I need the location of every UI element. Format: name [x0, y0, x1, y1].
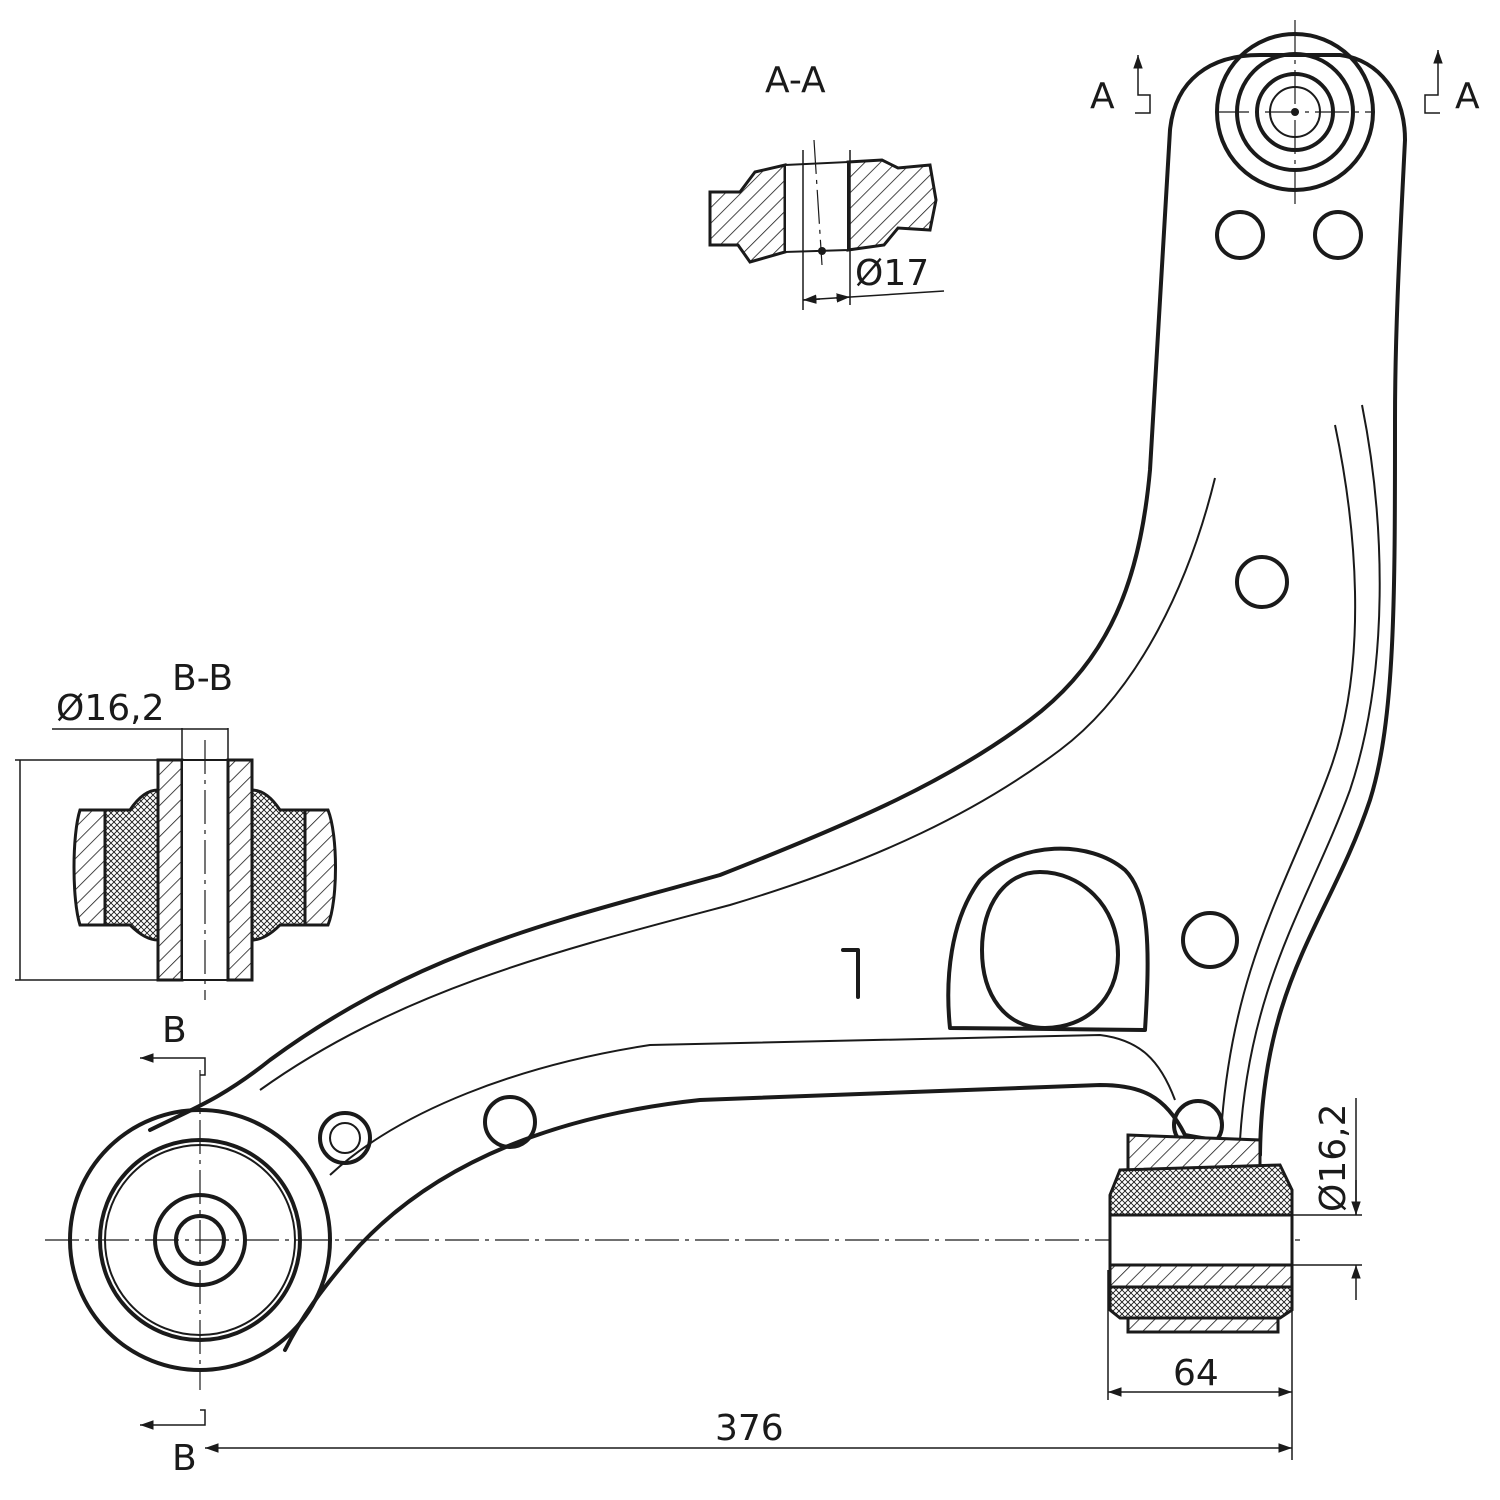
dim-hole-a: Ø17: [855, 253, 929, 294]
section-a-markers: A A: [1090, 50, 1480, 117]
dim-overall-length: 376: [715, 1408, 784, 1449]
control-arm-body: [148, 53, 1407, 1352]
ball-joint: [1215, 20, 1375, 205]
section-b-markers: B B: [140, 1010, 206, 1479]
mounting-holes: [318, 210, 1363, 1165]
dim-bush-width: 64: [1173, 1353, 1219, 1394]
section-b-marker-top: B: [162, 1010, 187, 1051]
section-a-marker-right: A: [1455, 76, 1480, 117]
dim-hole-b: Ø16,2: [56, 688, 165, 729]
dim-bush-diameter: Ø16,2: [1313, 1104, 1354, 1213]
rear-bushing-section: [1108, 1133, 1294, 1334]
stamp-mark: [841, 948, 860, 999]
section-b-title: B-B: [172, 658, 233, 699]
section-b-b: B-B Ø16,2: [15, 658, 337, 1000]
dimensions: Ø16,2 64 376: [205, 1098, 1362, 1460]
section-a-marker-left: A: [1090, 76, 1115, 117]
front-bushing: [45, 1070, 1300, 1390]
section-a-title: A-A: [765, 60, 826, 101]
section-b-marker-bottom: B: [172, 1438, 197, 1479]
section-a-a: A-A Ø17: [708, 60, 945, 310]
